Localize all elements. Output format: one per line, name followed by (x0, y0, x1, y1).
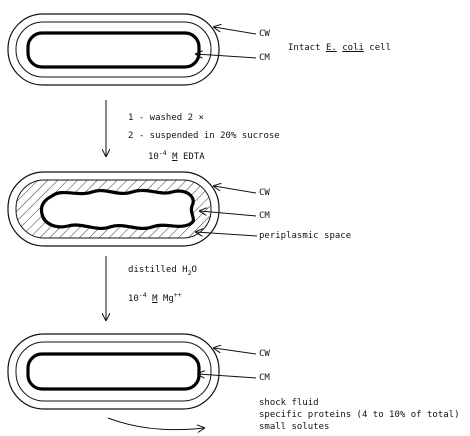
cell-wall-outline (8, 14, 219, 85)
intact-cell (8, 14, 219, 85)
cw-pointer-arrow-1 (214, 27, 256, 34)
intact-cell-label: Intact E. coli cell (288, 44, 391, 53)
cytoplasmic-membrane (28, 354, 199, 389)
cm-pointer-arrow-3 (198, 374, 256, 378)
cell-wall-outline (8, 334, 219, 409)
specific-proteins-label: specific proteins (4 to 10% of total) (259, 411, 459, 420)
edta-concentration: 10-4 M EDTA (148, 150, 205, 162)
release-arrow (108, 418, 204, 430)
cm-label-2: CM (259, 212, 270, 221)
cw-label-3: CW (259, 350, 270, 359)
shock-fluid-label: shock fluid (259, 399, 319, 408)
plasmolyzed-cell (8, 172, 219, 246)
cw-pointer-arrow-2 (214, 186, 256, 193)
shrunken-cytoplasmic-membrane (41, 190, 193, 228)
periplasm-pointer-arrow (196, 232, 257, 236)
small-solutes-label: small solutes (259, 423, 329, 432)
cm-label-3: CM (259, 374, 270, 383)
cytoplasmic-membrane (28, 33, 199, 67)
cell-wall-inner-outline (16, 342, 211, 401)
cm-label-1: CM (259, 54, 270, 63)
cw-pointer-arrow-3 (214, 348, 256, 354)
cw-label-1: CW (259, 30, 270, 39)
step-suspended: 2 - suspended in 20% sucrose (128, 132, 280, 141)
distilled-water-step: distilled H2O (128, 266, 197, 276)
cell-wall-inner-outline (16, 22, 211, 77)
cm-pointer-arrow-1 (196, 54, 256, 58)
mg-concentration: 10-4 M Mg++ (128, 292, 182, 304)
step-washed: 1 - washed 2 × (128, 114, 204, 123)
shocked-cell (8, 334, 219, 409)
periplasmic-space-label: periplasmic space (259, 232, 351, 241)
cw-label-2: CW (259, 189, 270, 198)
